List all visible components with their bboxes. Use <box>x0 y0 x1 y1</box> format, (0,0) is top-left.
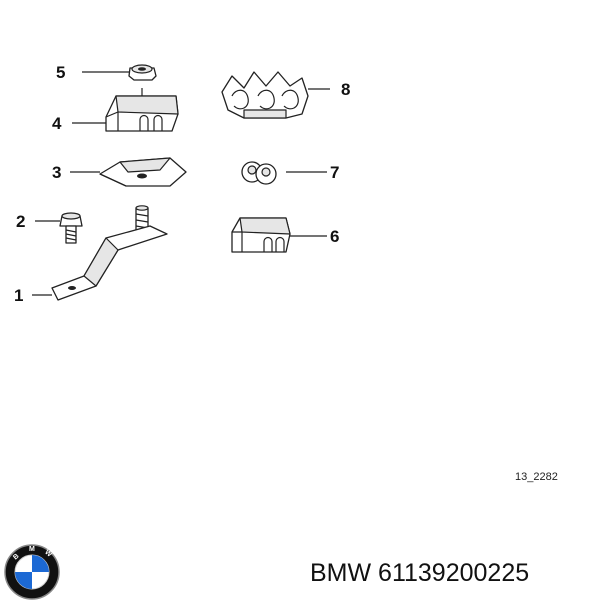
part-5-cap-nut <box>128 64 157 81</box>
part-2-hex-bolt <box>59 212 83 244</box>
callout-6: 6 <box>330 227 339 246</box>
brand-part-number: BMW 61139200225 <box>310 559 529 587</box>
callout-3: 3 <box>52 163 61 182</box>
callout-2: 2 <box>16 212 25 231</box>
svg-text:W: W <box>43 549 53 559</box>
callout-8: 8 <box>341 80 350 99</box>
part-4-rubber-block <box>105 88 179 132</box>
part-6-rubber-block <box>231 217 291 253</box>
callout-1: 1 <box>14 286 23 305</box>
bmw-logo: B M W <box>4 544 60 600</box>
svg-text:M: M <box>29 546 35 553</box>
svg-text:B: B <box>12 553 20 562</box>
callout-7: 7 <box>330 163 339 182</box>
part-1-bracket <box>51 205 168 301</box>
part-7-double-clip <box>241 161 277 185</box>
diagram-reference: 13_2282 <box>515 471 558 483</box>
callout-4: 4 <box>52 114 62 133</box>
part-8-pipe-holder <box>221 71 309 119</box>
part-3-clip-plate <box>99 157 187 187</box>
callout-5: 5 <box>56 63 65 82</box>
